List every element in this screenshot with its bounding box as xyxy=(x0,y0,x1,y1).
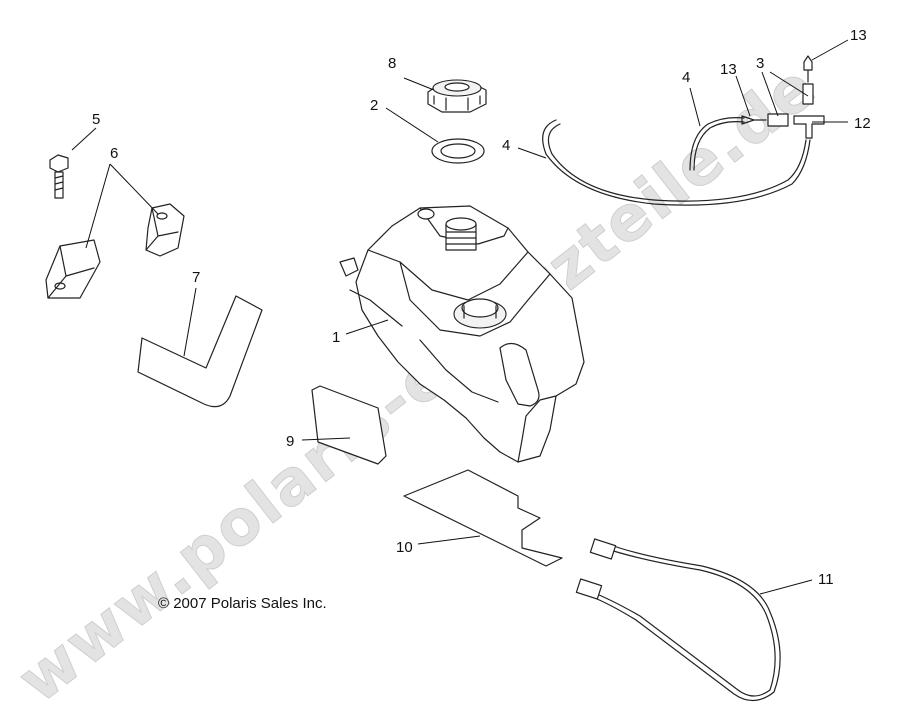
cap-gasket xyxy=(431,138,485,164)
heat-shield xyxy=(311,385,387,465)
callout-10: 10 xyxy=(396,539,413,556)
fuel-cap xyxy=(427,79,487,113)
fuel-tank xyxy=(339,205,585,463)
tank-pad xyxy=(137,295,263,408)
callout-8: 8 xyxy=(388,55,396,72)
callout-6: 6 xyxy=(110,145,118,162)
leader-lines xyxy=(71,39,849,595)
callout-12: 12 xyxy=(854,115,871,132)
callout-4a: 4 xyxy=(682,69,690,86)
callout-7: 7 xyxy=(192,269,200,286)
floor-pad xyxy=(403,469,563,567)
fuel-line xyxy=(575,538,781,702)
watermark: www.polaris-ersatzteile.de xyxy=(4,49,830,717)
mounting-bracket-left xyxy=(45,239,101,299)
callout-5: 5 xyxy=(92,111,100,128)
callout-4b: 4 xyxy=(502,137,510,154)
callout-9: 9 xyxy=(286,433,294,450)
callout-3: 3 xyxy=(756,55,764,72)
mounting-bracket-right xyxy=(145,203,185,257)
callouts: 1 2 3 4 4 5 6 7 8 9 10 11 12 13 13 xyxy=(92,27,871,588)
vent-hose xyxy=(542,117,811,206)
bolt xyxy=(49,154,69,199)
copyright-notice: © 2007 Polaris Sales Inc. xyxy=(158,595,327,612)
callout-11: 11 xyxy=(818,571,834,588)
callout-13b: 13 xyxy=(850,27,867,44)
callout-2: 2 xyxy=(370,97,378,114)
callout-13a: 13 xyxy=(720,61,737,78)
callout-1: 1 xyxy=(332,329,340,346)
